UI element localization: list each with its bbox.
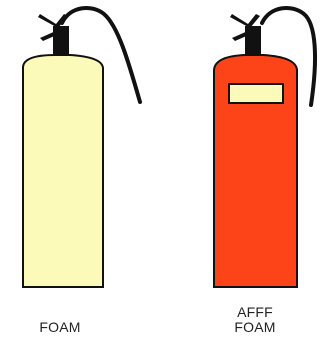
afff-label-line-2: FOAM (215, 320, 295, 334)
afff-label-panel (229, 84, 283, 103)
foam-extinguisher (23, 8, 140, 287)
afff-label-line-1: AFFF (215, 305, 295, 319)
foam-handle (38, 14, 68, 28)
afff-foam-extinguisher (214, 8, 315, 287)
afff-handle (230, 14, 260, 28)
foam-label: FOAM (20, 320, 100, 334)
afff-valve (245, 26, 261, 54)
foam-body (23, 55, 103, 287)
foam-valve (53, 26, 69, 54)
